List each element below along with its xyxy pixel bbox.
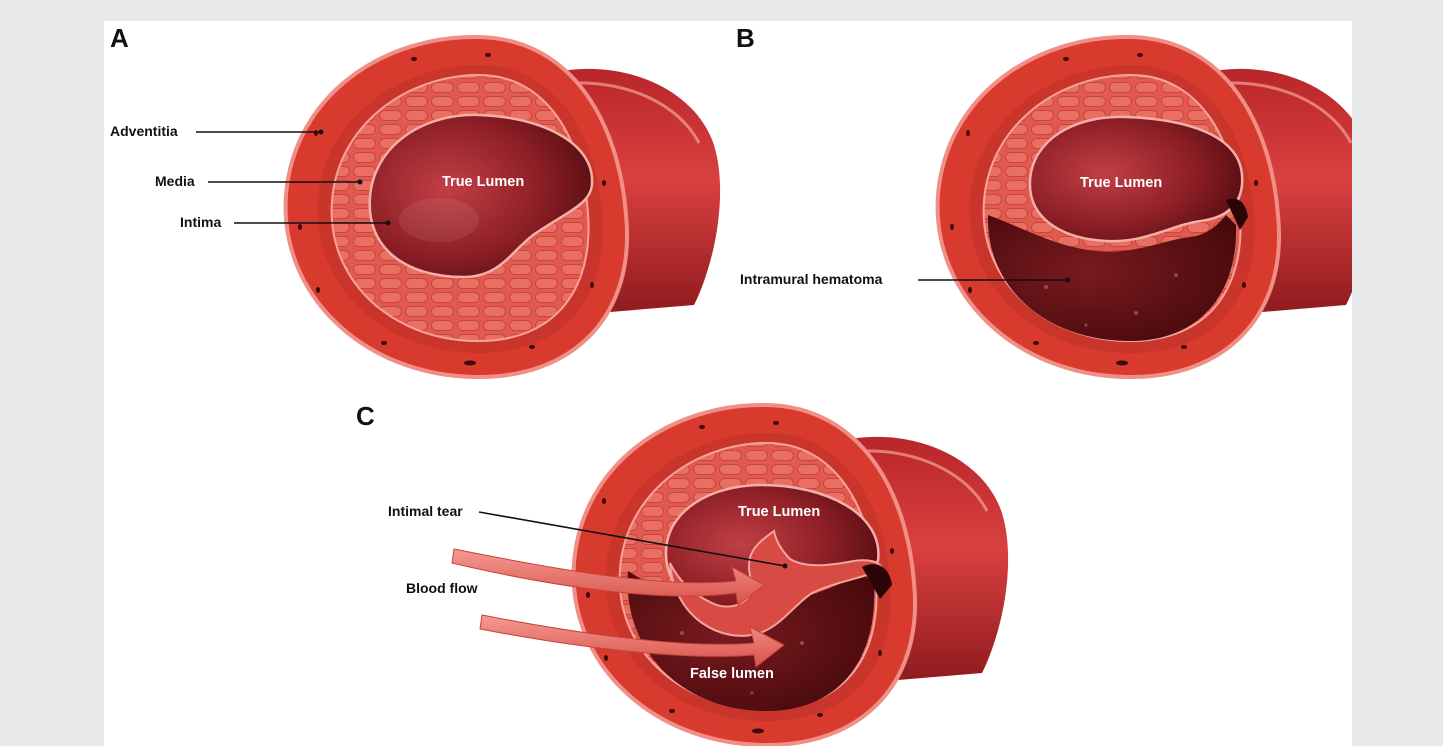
blood-flow-label: Blood flow xyxy=(406,580,478,596)
vessel-b-illustration xyxy=(938,37,1352,377)
media-label: Media xyxy=(155,173,195,189)
intimal-tear-label: Intimal tear xyxy=(388,503,463,519)
panel-b: B True Lumen Intramural hematoma xyxy=(736,23,1352,377)
figure-panel: A True Lumen Adventitia Media Intima B xyxy=(104,21,1352,746)
true-lumen-a-label: True Lumen xyxy=(442,174,524,190)
panel-c: C True Lumen False lumen Intimal tear Bl… xyxy=(356,401,1008,745)
aortic-dissection-diagram: A True Lumen Adventitia Media Intima B xyxy=(104,21,1352,746)
vessel-a-illustration xyxy=(286,37,720,377)
intima-leader-dot xyxy=(386,221,391,226)
intima-label: Intima xyxy=(180,214,221,230)
false-lumen-label: False lumen xyxy=(690,666,774,682)
panel-b-letter: B xyxy=(736,23,755,53)
adventitia-label: Adventitia xyxy=(110,123,178,139)
intimal-tear-leader-dot xyxy=(783,564,788,569)
panel-a-letter: A xyxy=(110,23,129,53)
panel-c-letter: C xyxy=(356,401,375,431)
hematoma-leader-dot xyxy=(1066,278,1071,283)
intramural-hematoma-label: Intramural hematoma xyxy=(740,271,883,287)
media-leader-dot xyxy=(358,180,363,185)
panel-a: A True Lumen Adventitia Media Intima xyxy=(110,23,720,377)
true-lumen-b-label: True Lumen xyxy=(1080,175,1162,191)
vessel-c-illustration xyxy=(574,405,1008,745)
adventitia-leader-dot xyxy=(319,130,324,135)
true-lumen-c-label: True Lumen xyxy=(738,504,820,520)
